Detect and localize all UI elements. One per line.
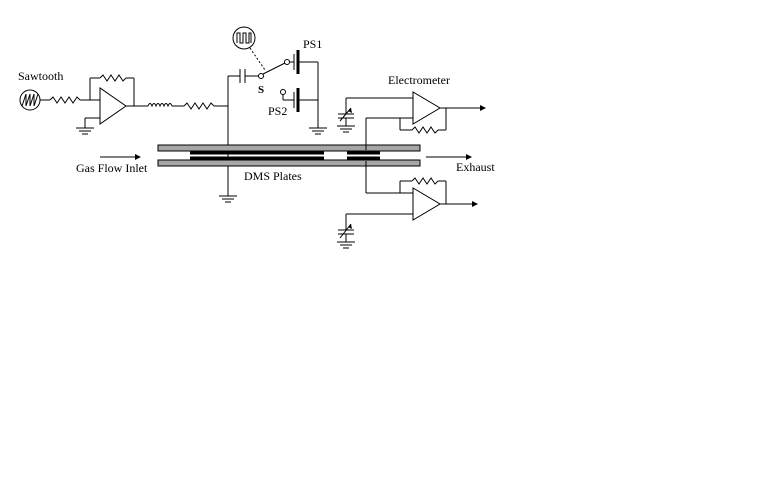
exhaust-arrow-icon	[426, 154, 472, 160]
power-supply-ps2	[293, 88, 300, 112]
feedback-resistor-electrometer-top	[411, 126, 439, 134]
coupling-capacitor	[239, 69, 246, 83]
ground-icon-ps	[309, 127, 327, 135]
sawtooth-amplifier-op-amp-icon	[99, 87, 127, 125]
dms-bottom-plate-housing	[157, 159, 421, 167]
ground-icon-electrometer-bottom	[337, 241, 355, 249]
feedback-resistor-electrometer-bottom	[411, 177, 439, 185]
electrometer-bottom-op-amp-icon	[412, 187, 441, 221]
power-supply-ps1	[293, 50, 300, 74]
inductor	[147, 103, 173, 108]
switch-label: S	[258, 84, 264, 96]
sawtooth-source-icon	[19, 89, 41, 111]
inlet-label: Gas Flow Inlet	[76, 161, 148, 175]
ground-icon-plates	[219, 195, 237, 203]
ps1-label: PS1	[303, 37, 322, 51]
ground-icon-electrometer-top	[337, 125, 355, 133]
input-resistor	[49, 96, 81, 104]
electrometer-top-op-amp-icon	[412, 91, 441, 125]
series-resistor	[183, 102, 215, 110]
plates-label: DMS Plates	[244, 169, 302, 183]
pulse-generator-icon	[232, 26, 256, 50]
exhaust-label: Exhaust	[456, 160, 495, 174]
switch-control-link	[249, 47, 266, 71]
ps2-label: PS2	[268, 104, 287, 118]
sawtooth-label: Sawtooth	[18, 69, 63, 83]
ground-icon-amp1	[76, 127, 94, 135]
inlet-arrow-icon	[100, 154, 141, 160]
electrometer-label: Electrometer	[388, 73, 450, 87]
dms-top-plate-housing	[157, 144, 421, 152]
feedback-resistor-amp1	[99, 74, 127, 82]
